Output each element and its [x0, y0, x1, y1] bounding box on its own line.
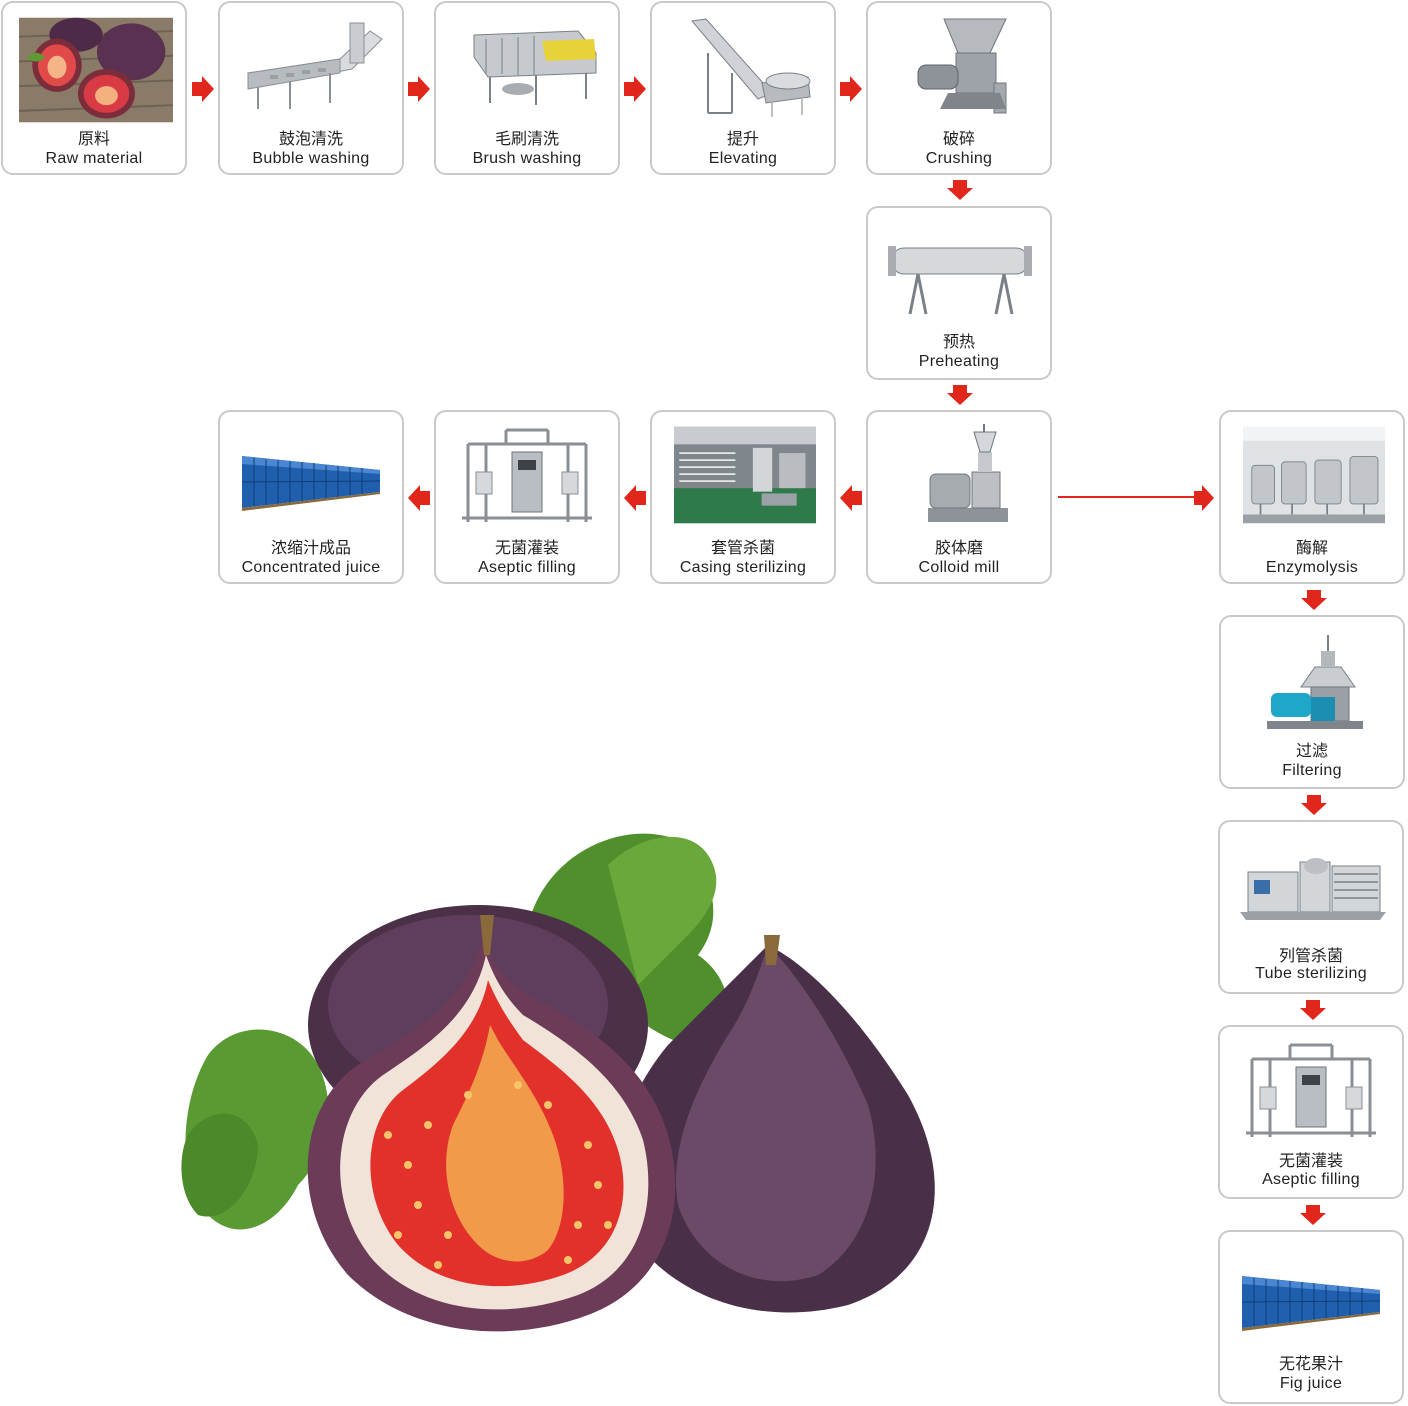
arrow-down-icon [1300, 1000, 1326, 1020]
step-label-en: Enzymolysis [1265, 559, 1359, 576]
step-label-en: Brush washing [472, 150, 582, 167]
arrow-down-icon [947, 180, 973, 200]
step-brush-washing: 毛刷清洗 Brush washing [434, 1, 620, 175]
step-raw-material: 原料 Raw material [1, 1, 187, 175]
raw-figs-photo [19, 17, 173, 123]
step-label-zh: 原料 [77, 129, 110, 148]
step-label-en: Preheating [918, 353, 1000, 370]
step-crushing: 破碎 Crushing [866, 1, 1052, 175]
step-label-zh: 毛刷清洗 [494, 129, 559, 148]
bubble-washer-machine-image [247, 22, 383, 109]
arrow-right-icon [1194, 485, 1214, 511]
aseptic-filler-image [446, 422, 608, 532]
step-aseptic-filling: 无菌灌装 Aseptic filling [434, 410, 620, 584]
arrow-right-icon [840, 76, 862, 102]
enzymolysis-tanks-photo [1243, 426, 1385, 524]
arrow-right-icon [192, 76, 214, 102]
brush-washer-machine-image [473, 30, 597, 105]
aseptic-filler-image [1230, 1037, 1392, 1147]
step-label-en: Concentrated juice [241, 559, 381, 576]
arrow-down-icon [947, 385, 973, 405]
step-enzymolysis: 酶解 Enzymolysis [1219, 410, 1405, 584]
step-label-zh: 过滤 [1295, 741, 1328, 760]
preheater-tube-image [888, 246, 1032, 315]
arrow-down-icon [1301, 795, 1327, 815]
fig-fruit-illustration [181, 833, 935, 1332]
step-tube-sterilizing: 列管杀菌 Tube sterilizing [1218, 820, 1404, 994]
step-label-en: Aseptic filling [1262, 1171, 1360, 1188]
step-label-zh: 无花果汁 [1278, 1354, 1343, 1373]
step-bubble-washing: 鼓泡清洗 Bubble washing [218, 1, 404, 175]
arrow-left-icon [624, 485, 646, 511]
step-label-zh: 套管杀菌 [710, 538, 775, 557]
step-label-zh: 鼓泡清洗 [278, 129, 343, 148]
step-label-zh: 预热 [942, 332, 975, 351]
casing-sterilizer-photo [674, 426, 816, 524]
step-label-en: Bubble washing [252, 150, 370, 167]
step-preheating: 预热 Preheating [866, 206, 1052, 380]
step-label-en: Raw material [45, 150, 143, 167]
arrow-left-icon [408, 485, 430, 511]
tube-sterilizer-image [1240, 858, 1386, 920]
elevator-conveyor-image [691, 18, 811, 117]
step-label-en: Elevating [708, 150, 778, 167]
step-label-zh: 酶解 [1295, 538, 1328, 557]
arrow-down-icon [1301, 590, 1327, 610]
step-label-en: Crushing [925, 150, 993, 167]
arrow-down-icon [1300, 1205, 1326, 1225]
step-filtering: 过滤 Filtering [1219, 615, 1405, 789]
step-concentrated-juice: 浓缩汁成品 Concentrated juice [218, 410, 404, 584]
step-label-zh: 胶体磨 [934, 538, 983, 557]
step-label-zh: 提升 [726, 129, 759, 148]
step-fig-juice: 无花果汁 Fig juice [1218, 1230, 1404, 1404]
step-label-en: Casing sterilizing [679, 559, 807, 576]
step-label-en: Fig juice [1279, 1375, 1343, 1392]
step-label-en: Tube sterilizing [1255, 965, 1367, 982]
arrow-right-icon [624, 76, 646, 102]
crusher-machine-image [917, 18, 1007, 114]
arrow-right-icon [408, 76, 430, 102]
step-label-zh: 浓缩汁成品 [270, 538, 351, 557]
step-label-zh: 无菌灌装 [494, 538, 559, 557]
step-label-en: Aseptic filling [478, 559, 576, 576]
arrow-left-icon [840, 485, 862, 511]
step-label-zh: 无菌灌装 [1278, 1151, 1343, 1170]
step-label-en: Colloid mill [918, 559, 1000, 576]
step-label-en: Filtering [1282, 762, 1342, 779]
step-label-zh: 列管杀菌 [1278, 946, 1343, 965]
colloid-mill-image [928, 424, 1008, 522]
step-aseptic-filling-2: 无菌灌装 Aseptic filling [1218, 1025, 1404, 1199]
step-casing-sterilizing: 套管杀菌 Casing sterilizing [650, 410, 836, 584]
drums-image [1230, 1242, 1392, 1352]
step-elevating: 提升 Elevating [650, 1, 836, 175]
drums-image [230, 422, 392, 532]
separator-centrifuge-image [1267, 635, 1363, 729]
connector-line [1058, 496, 1198, 498]
step-colloid-mill: 胶体磨 Colloid mill [866, 410, 1052, 584]
step-label-zh: 破碎 [942, 129, 975, 148]
